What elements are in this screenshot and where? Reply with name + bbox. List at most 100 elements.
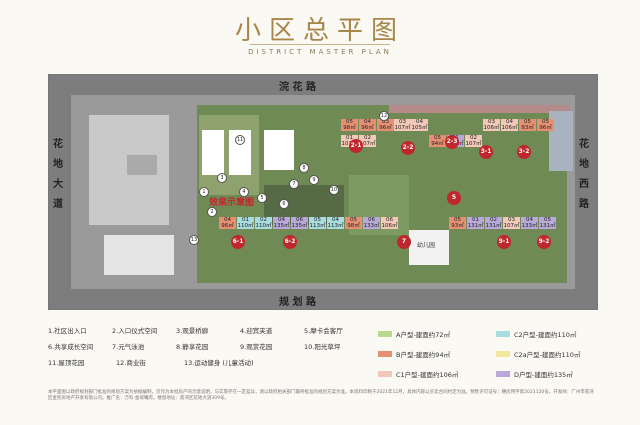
unit-label: 04 113㎡ [327,217,344,229]
unit-label: 04 135㎡ [273,217,290,229]
unit-type-swatch [378,351,392,357]
unit-label: 06 106㎡ [381,217,398,229]
unit-type-label: C2a户型-建面约110㎡ [514,351,581,359]
unit-label: 04 105㎡ [411,119,428,131]
amenity-item: 9.观赏花园 [240,343,273,351]
amenity-number-marker: 6 [279,199,289,209]
amenity-item: 2.入口仪式空间 [112,327,158,335]
unit-label: 02 107㎡ [465,135,482,147]
amenity-number-marker: 5 [257,193,267,203]
amenity-number-marker: 11 [235,135,245,145]
unit-type-item: D户型-建面约135㎡ [496,366,614,382]
unit-type-item: A户型-建面约72㎡ [378,326,496,342]
unit-label: 04 96㎡ [359,119,376,131]
unit-type-swatch [378,371,392,377]
page-title: 小区总平图 [234,16,405,46]
unit-label: 05 98㎡ [341,119,358,131]
building-tag: 9-1 [497,235,511,249]
unit-label: 05 113㎡ [309,217,326,229]
building-tag: 2-1 [349,139,363,153]
site-plan-drawing [49,75,597,309]
amenity-number-marker: 4 [239,187,249,197]
amenity-row: 11.屋顶花园 12.商业街 13.运动健身 (儿童活动) [48,354,368,370]
unit-label: 06 133㎡ [363,217,380,229]
amenity-item: 6.共享成长空间 [48,343,94,351]
unit-type-label: B户型-建面约94㎡ [396,351,451,359]
road-right-label: 花 地 西 路 [579,139,589,210]
amenity-number-marker: 3 [217,173,227,183]
amenity-number-marker: 2 [207,207,217,217]
unit-label: 04 96㎡ [219,217,236,229]
unit-label: 03 96㎡ [377,119,394,131]
amenity-legend: 1.社区出入口 2.入口仪式空间 3.观景桥廊 4.迎宾夹道 5.摩卡会客厅 6… [48,322,368,370]
unit-label: 03 107㎡ [394,119,411,131]
master-plan-map: 浣 花 路 规 划 路 花 地 大 道 花 地 西 路 效果示意图 幼儿园 05… [48,74,598,310]
amenity-number-marker: 13 [189,235,199,245]
building-tag: 2-3 [445,135,459,149]
unit-label: 01 110㎡ [237,217,254,229]
unit-label: 03 106㎡ [483,119,500,131]
unit-label: 02 107㎡ [359,135,376,147]
title-rule [250,44,390,45]
unit-label: 05 94㎡ [429,135,446,147]
amenity-item: 10.阳光草坪 [304,343,341,351]
unit-label: 04 133㎡ [521,217,538,229]
amenity-item: 12.商业街 [116,359,146,367]
unit-type-label: A户型-建面约72㎡ [396,331,451,339]
unit-label: 05 93㎡ [449,217,466,229]
unit-label: 05 98㎡ [345,217,362,229]
building-tag: 3-2 [517,145,531,159]
unit-label: 02 110㎡ [255,217,272,229]
amenity-item: 8.静享花园 [176,343,209,351]
unit-type-legend: A户型-建面约72㎡ C2户型-建面约110㎡ B户型-建面约94㎡ C2a户型-建面… [378,322,628,382]
unit-label: 02 131㎡ [485,217,502,229]
unit-type-swatch [496,351,510,357]
building-tag: 7 [397,235,411,249]
amenity-item: 4.迎宾夹道 [240,327,273,335]
disclaimer-text: 本平面图以政府规划部门批准的规划方案为依据编制，仅作为本批房产的示意说明，与实景… [48,390,594,401]
unit-label: 05 93㎡ [519,119,536,131]
road-top-label: 浣 花 路 [279,82,316,93]
amenity-number-marker: 7 [289,179,299,189]
kindergarten-label: 幼儿园 [417,242,436,249]
unit-type-label: C1户型-建面约106㎡ [396,371,459,379]
building-tag: 5 [447,191,461,205]
amenity-number-marker: 8 [299,163,309,173]
building-tag: 6-1 [231,235,245,249]
amenity-item: 13.运动健身 (儿童活动) [184,359,254,367]
amenity-row: 1.社区出入口 2.入口仪式空间 3.观景桥廊 4.迎宾夹道 5.摩卡会客厅 [48,322,368,338]
unit-label: 05 131㎡ [539,217,556,229]
unit-label: 05 96㎡ [537,119,554,131]
unit-label: 03 107㎡ [503,217,520,229]
road-bottom-label: 规 划 路 [279,297,316,308]
road-left-label: 花 地 大 道 [53,139,63,210]
unit-label: 01 131㎡ [467,217,484,229]
unit-label: 06 135㎡ [291,217,308,229]
unit-label: 04 106㎡ [501,119,518,131]
amenity-number-marker: 10 [329,185,339,195]
building-tag: 6-2 [283,235,297,249]
amenity-row: 6.共享成长空间 7.元气泳池 8.静享花园 9.观赏花园 10.阳光草坪 [48,338,368,354]
amenity-item: 1.社区出入口 [48,327,87,335]
amenity-item: 5.摩卡会客厅 [304,327,343,335]
building-tag: 9-2 [537,235,551,249]
unit-type-label: C2户型-建面约110㎡ [514,331,577,339]
unit-type-item: C2户型-建面约110㎡ [496,326,614,342]
amenity-item: 11.屋顶花园 [48,359,85,367]
building-tag: 3-1 [479,145,493,159]
unit-type-swatch [496,331,510,337]
unit-type-item: B户型-建面约94㎡ [378,346,496,362]
amenity-number-marker: 1 [199,187,209,197]
amenity-item: 7.元气泳池 [112,343,145,351]
amenity-number-marker: 9 [309,175,319,185]
building-tag: 2-2 [401,141,415,155]
unit-type-swatch [496,371,510,377]
unit-type-swatch [378,331,392,337]
page-subtitle: DISTRICT MASTER PLAN [248,48,392,56]
unit-type-list: A户型-建面约72㎡ C2户型-建面约110㎡ B户型-建面约94㎡ C2a户型-建面… [378,322,628,382]
unit-type-item: C1户型-建面约106㎡ [378,366,496,382]
amenity-item: 3.观景桥廊 [176,327,209,335]
sales-mark: 效果示意图 [209,198,255,208]
amenity-number-marker: 12 [379,111,389,121]
unit-type-label: D户型-建面约135㎡ [514,371,573,379]
